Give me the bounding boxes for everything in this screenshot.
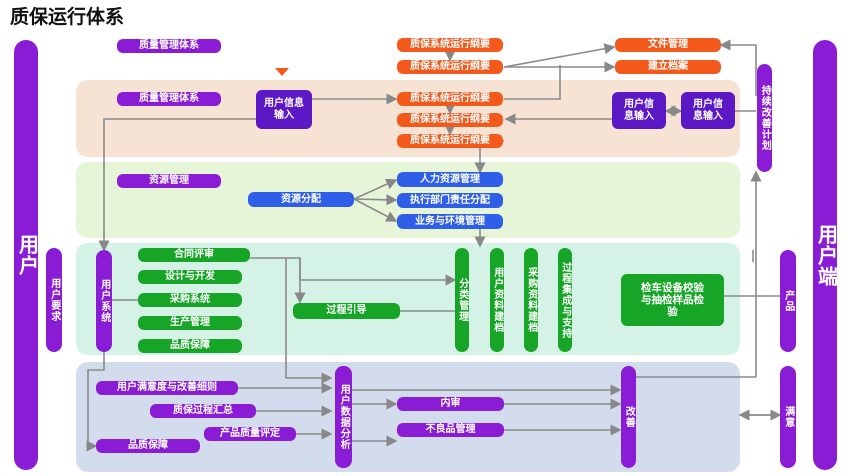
user-data-archive-box: 用户资料建档 (490, 248, 504, 352)
responsibility-box: 执行部门责任分配 (397, 193, 503, 208)
user-bar: 用户 (14, 40, 38, 470)
qms-top-box: 质量管理体系 (117, 39, 221, 53)
improvement-box: 改善 (621, 366, 636, 468)
client-bar: 用户端 (813, 40, 837, 470)
production-management-box: 生产管理 (138, 316, 242, 330)
file-management-box: 文件管理 (615, 38, 721, 52)
defect-management-box: 不良品管理 (397, 423, 504, 437)
quality-assurance-box: 品质保障 (138, 339, 242, 353)
continuous-improvement-box: 持续改善计划 (757, 64, 772, 172)
resource-allocation-box: 资源分配 (248, 192, 354, 207)
resource-management-box: 资源管理 (117, 174, 221, 188)
outline-box-4: 质保系统运行纲要 (397, 113, 503, 127)
design-development-box: 设计与开发 (138, 270, 242, 284)
product-box: 产品 (780, 250, 796, 352)
process-integration-box: 过程集成与支持 (558, 248, 572, 352)
user-info-input-box-r2: 用户信息输入 (681, 92, 735, 129)
internal-audit-box: 内审 (397, 397, 504, 411)
outline-box-3: 质保系统运行纲要 (397, 92, 503, 106)
quality-assurance-box-2: 品质保障 (96, 439, 200, 453)
user-system-box: 用户系统 (96, 250, 112, 352)
business-environment-box: 业务与环境管理 (397, 214, 503, 229)
user-data-analysis-box: 用户数据分析 (335, 366, 352, 468)
product-evaluation-box: 产品质量评定 (204, 427, 296, 441)
outline-box-2: 质保系统运行纲要 (397, 60, 503, 74)
hr-management-box: 人力资源管理 (397, 172, 503, 187)
purchase-data-archive-box: 采购资料建档 (524, 248, 538, 352)
satisfaction-box: 满意 (780, 366, 796, 468)
satisfaction-detail-box: 用户满意度与改善细则 (96, 381, 238, 395)
user-requirement-box: 用户要求 (46, 248, 62, 352)
contract-review-box: 合同评审 (138, 248, 250, 262)
outline-box-5: 质保系统运行纲要 (397, 134, 503, 148)
inspection-box: 检车设备校验与抽检样品检验 (621, 274, 724, 326)
qms-box: 质量管理体系 (117, 92, 221, 106)
marker-triangle-icon (275, 68, 289, 76)
outline-box-1: 质保系统运行纲要 (397, 38, 503, 52)
classified-management-box: 分类管理 (455, 248, 469, 352)
qa-summary-box: 质保过程汇总 (150, 404, 256, 418)
user-info-input-box: 用户信息输入 (256, 90, 312, 129)
page-title: 质保运行体系 (10, 7, 125, 28)
process-guide-box: 过程引导 (293, 303, 400, 319)
purchase-system-box: 采购系统 (138, 293, 242, 307)
user-info-input-box-r1: 用户信息输入 (612, 92, 666, 129)
archive-box: 建立档案 (615, 60, 721, 74)
